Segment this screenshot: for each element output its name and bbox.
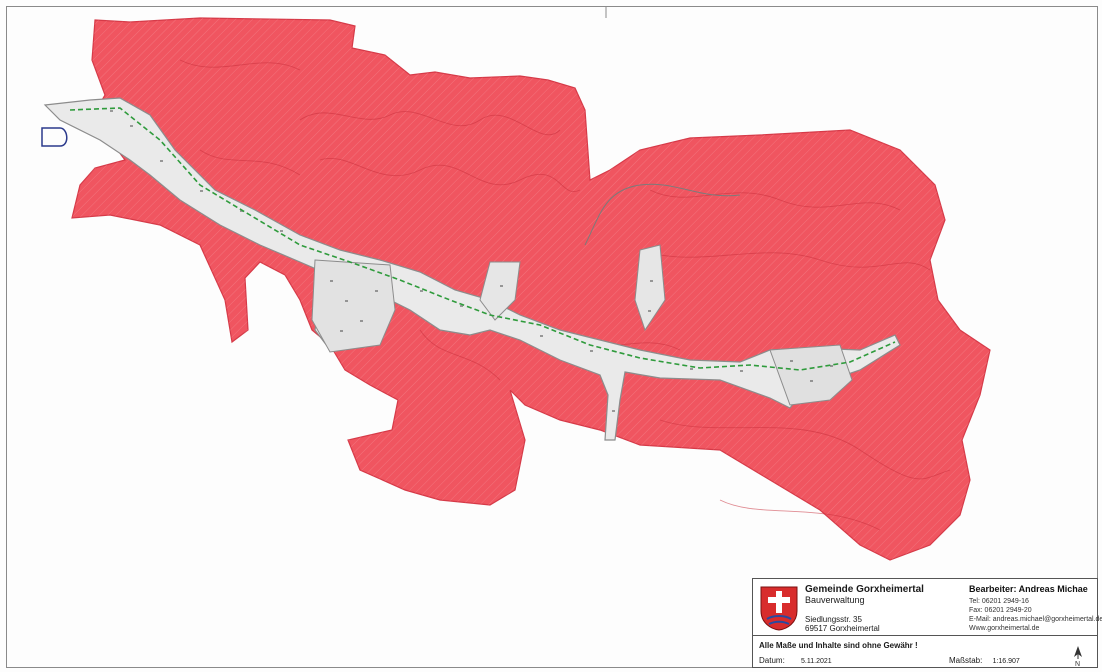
settlement-west-core — [311, 259, 396, 353]
district-boundary — [584, 183, 741, 246]
disclaimer-text: Alle Maße und Inhalte sind ohne Gewähr ! — [759, 641, 918, 650]
phone-number: Tel: 06201 2949-16 — [969, 598, 1029, 605]
contact-block: Bearbeiter: Andreas Michae Tel: 06201 29… — [969, 585, 1102, 633]
scale-label: Maßstab: — [949, 656, 983, 665]
settlement-center-branch — [479, 261, 521, 321]
date-row: Datum: 5.11.2021 — [759, 656, 832, 665]
city-address: 69517 Gorxheimertal — [805, 624, 880, 633]
department-name: Bauverwaltung — [805, 595, 865, 605]
date-label: Datum: — [759, 656, 785, 665]
title-block-header: Gemeinde Gorxheimertal Bauverwaltung Sie… — [753, 579, 1102, 636]
north-arrow-icon: N — [1074, 646, 1082, 667]
title-block: Gemeinde Gorxheimertal Bauverwaltung Sie… — [752, 578, 1102, 668]
north-arrow-label: N — [1075, 661, 1080, 667]
zone-internal-lines — [179, 59, 951, 531]
settlement-north-branch — [634, 244, 666, 332]
sheet-frame — [6, 6, 1098, 668]
municipality-name: Gemeinde Gorxheimertal — [805, 584, 924, 595]
main-road — [69, 107, 896, 371]
date-value: 5.11.2021 — [801, 658, 832, 665]
street-address: Siedlungsstr. 35 — [805, 615, 862, 624]
website: Www.gorxheimertal.de — [969, 625, 1040, 632]
west-boundary-marker — [41, 127, 68, 147]
municipality-block: Gemeinde Gorxheimertal Bauverwaltung Sie… — [805, 584, 924, 634]
scale-value: 1:16.907 — [992, 658, 1020, 665]
scale-row: Maßstab: 1:16.907 — [949, 656, 1020, 665]
author-label: Bearbeiter: Andreas Michae — [969, 584, 1088, 594]
zone-hatching — [72, 18, 990, 560]
fax-number: Fax: 06201 2949-20 — [969, 607, 1032, 614]
email-address: E-Mail: andreas.michael@gorxheimertal.de — [969, 616, 1102, 623]
municipal-coat-of-arms-icon — [760, 586, 798, 631]
building-texture — [110, 110, 833, 412]
